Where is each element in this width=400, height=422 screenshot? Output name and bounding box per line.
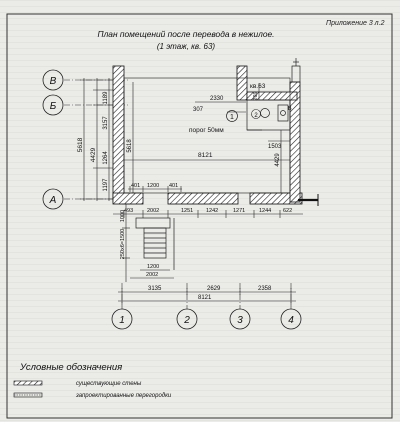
row-axis-v-label: В — [50, 76, 57, 87]
dim-5618-left: 5618 — [77, 137, 84, 152]
dim-1197: 1197 — [103, 178, 109, 192]
wall-dim-1244: 1244 — [259, 208, 271, 214]
stair-dim-1000: 1000 — [120, 210, 126, 222]
entrance-stair — [135, 217, 175, 270]
stair-dim-2002: 2002 — [146, 272, 158, 278]
col-axis-4: 4 — [280, 308, 302, 330]
legend-item-new-partitions: запроектированные перегородки — [13, 392, 172, 399]
wall-dim-493: 493 — [124, 208, 133, 214]
col-axis-1-label: 1 — [119, 315, 125, 326]
dim-3135: 3135 — [148, 286, 162, 292]
threshold-label: порог 50мм — [189, 127, 224, 134]
row-axis-b: Б — [42, 94, 64, 116]
row-axis-a-label: А — [49, 195, 57, 206]
wall-dim-1271: 1271 — [233, 208, 245, 214]
page-subtitle: (1 этаж, кв. 63) — [157, 42, 216, 51]
door-dim-left: 401 — [131, 183, 140, 189]
dim-1189: 1189 — [103, 91, 109, 105]
door-dim-right: 401 — [169, 183, 178, 189]
col-axis-3: 3 — [229, 308, 251, 330]
stair-dim-1200: 1200 — [147, 264, 159, 270]
col-axis-4-label: 4 — [288, 315, 294, 326]
dim-5618-room: 5618 — [127, 139, 133, 153]
room-number-1: 1 — [226, 110, 238, 122]
wall-dim-2002: 2002 — [147, 208, 159, 214]
dim-307: 307 — [193, 107, 204, 113]
dim-1264: 1264 — [103, 151, 109, 165]
legend-label-existing: существующие стены — [76, 381, 142, 387]
door-dim-center: 1200 — [147, 183, 159, 189]
row-axis-v: В — [42, 69, 64, 91]
dim-269: 269 — [253, 91, 259, 100]
dim-4429-room: 4429 — [275, 153, 281, 167]
dim-8121-room: 8121 — [198, 152, 213, 159]
legend-title: Условные обозначения — [19, 362, 122, 373]
appendix-label: Приложение 3 л.2 — [326, 20, 385, 27]
label-kv63: кв.63 — [250, 83, 266, 90]
dim-8121-total: 8121 — [198, 295, 212, 301]
dim-2358: 2358 — [258, 286, 272, 292]
vent-duct — [291, 58, 301, 83]
sink-fixture — [277, 104, 289, 122]
wall-dim-622: 622 — [283, 208, 292, 214]
sink-label: В — [288, 106, 292, 112]
col-axis-2-label: 2 — [183, 315, 190, 326]
dim-2330: 2330 — [210, 96, 224, 102]
dim-3157: 3157 — [103, 116, 109, 130]
row-axis-b-label: Б — [50, 101, 57, 112]
legend-swatch-existing — [13, 380, 43, 386]
fixture-number-2-label: 2 — [254, 113, 258, 119]
room-number-1-label: 1 — [230, 114, 234, 121]
dim-4429-left: 4429 — [90, 147, 97, 162]
col-axis-2: 2 — [176, 308, 198, 330]
bathroom — [246, 99, 291, 131]
wall-dim-1251: 1251 — [181, 208, 193, 214]
sheet-frame — [6, 13, 393, 419]
stair-dim-height: 250x6=1500 — [120, 229, 126, 259]
page-title: План помещений после перевода в нежилое. — [98, 29, 275, 39]
room-interior-outline — [123, 77, 291, 194]
dim-1503: 1503 — [268, 144, 282, 150]
dim-2629: 2629 — [207, 286, 221, 292]
wall-dim-1242: 1242 — [206, 208, 218, 214]
legend-label-new: запроектированные перегородки — [75, 393, 172, 399]
col-axis-3-label: 3 — [237, 315, 243, 326]
row-axis-a: А — [42, 188, 64, 210]
legend-item-existing-walls: существующие стены — [13, 380, 142, 387]
fixture-number-2: 2 — [251, 109, 261, 119]
col-axis-1: 1 — [111, 308, 133, 330]
